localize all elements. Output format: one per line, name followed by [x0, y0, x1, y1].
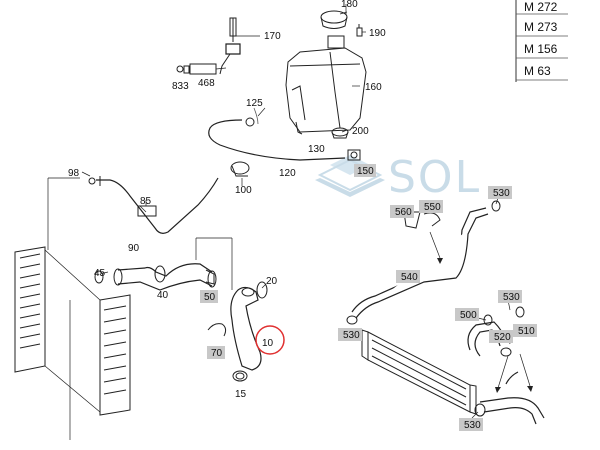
box-label-150: 150: [357, 166, 374, 177]
clamps-right: [346, 200, 525, 417]
box-label-70: 70: [211, 348, 223, 359]
watermark-text: SOL: [388, 152, 481, 203]
leader-lines: [81, 4, 511, 419]
clamp-20: [256, 281, 268, 299]
hose-lower-530: [479, 371, 545, 425]
highlight-circle: [255, 325, 285, 355]
engine-model-table: M 272 M 273 M 156 M 63: [515, 0, 568, 82]
expansion-tank: [285, 35, 367, 135]
label-468: 468: [198, 78, 215, 89]
label-190: 190: [369, 28, 386, 39]
box-label-530-left: 530: [343, 330, 360, 341]
sol-watermark: SOL: [315, 152, 481, 203]
hose-10: [230, 286, 262, 371]
label-200: 200: [352, 126, 369, 137]
engine-model-1: M 272: [524, 0, 558, 14]
clamp-150: [347, 149, 361, 161]
label-130: 130: [308, 144, 325, 155]
connector-833-468: [176, 63, 227, 75]
label-100: 100: [235, 185, 252, 196]
plain-labels: 180 170 190 160 833 468 125 200 130 120 …: [68, 0, 386, 400]
radiator: [14, 177, 131, 440]
engine-model-4: M 63: [524, 64, 551, 78]
box-label-520: 520: [494, 332, 511, 343]
sensor-190: [356, 24, 366, 37]
label-90: 90: [128, 243, 140, 254]
label-180: 180: [341, 0, 358, 10]
bracket-70: [207, 323, 227, 337]
label-125: 125: [246, 98, 263, 109]
label-15: 15: [235, 389, 247, 400]
hose-130: [208, 107, 346, 161]
box-label-540: 540: [401, 272, 418, 283]
tank-cap: [320, 10, 348, 29]
bracket-50: [205, 269, 215, 285]
box-label-560: 560: [395, 207, 412, 218]
box-label-530-bottom: 530: [464, 420, 481, 431]
mount-200: [331, 127, 349, 139]
label-45: 45: [94, 268, 106, 279]
label-833: 833: [172, 81, 189, 92]
label-160: 160: [365, 82, 382, 93]
boxed-labels: 150 50 70 530 560 550 540 530 500 510 52…: [200, 164, 537, 431]
clip-85: [137, 200, 157, 217]
box-label-530-top: 530: [493, 188, 510, 199]
box-label-50: 50: [204, 292, 216, 303]
label-85: 85: [140, 196, 152, 207]
oil-cooler: [361, 329, 477, 415]
hose-40: [113, 263, 217, 291]
box-label-530-right: 530: [503, 292, 520, 303]
box-label-500: 500: [460, 310, 477, 321]
engine-model-2: M 273: [524, 20, 558, 34]
label-98: 98: [68, 168, 80, 179]
clamp-100: [230, 161, 250, 177]
box-label-510: 510: [518, 326, 535, 337]
label-20: 20: [266, 276, 278, 287]
label-120: 120: [279, 168, 296, 179]
hose-540: [351, 207, 489, 319]
flow-arrows: [429, 231, 533, 393]
box-label-550: 550: [424, 202, 441, 213]
label-10: 10: [262, 338, 274, 349]
clamp-15: [232, 370, 248, 382]
engine-model-3: M 156: [524, 42, 558, 56]
hose-90: [88, 176, 219, 234]
clamp-45: [94, 265, 166, 284]
label-40: 40: [157, 290, 169, 301]
temperature-sender-170: [219, 17, 260, 75]
label-170: 170: [264, 31, 281, 42]
